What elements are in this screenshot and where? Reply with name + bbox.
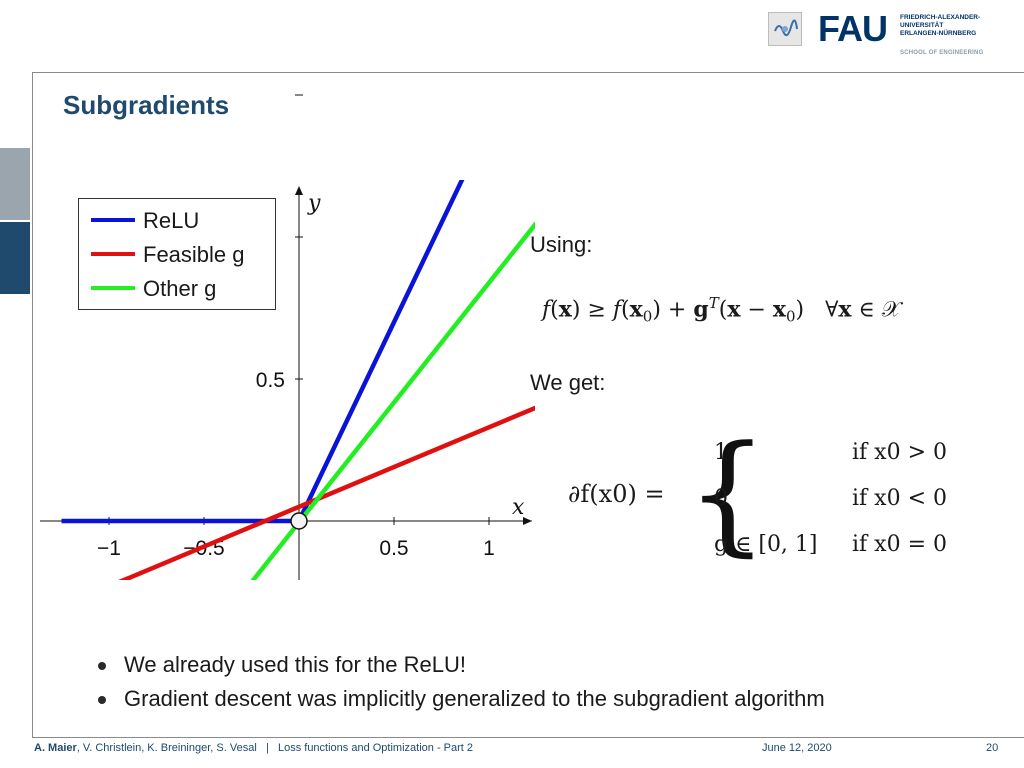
school-name: SCHOOL OF ENGINEERING bbox=[900, 50, 984, 56]
footer-course: Loss functions and Optimization - Part 2 bbox=[277, 742, 474, 754]
footer-author-rest: , V. Christlein, K. Breininger, S. Vesal bbox=[76, 742, 257, 754]
list-item: Gradient descent was implicitly generali… bbox=[98, 686, 825, 720]
x-tick-label: −1 bbox=[97, 537, 121, 560]
slide-title: Subgradients bbox=[63, 90, 230, 120]
legend-label-feasible: Feasible g bbox=[143, 242, 245, 267]
series-line-1 bbox=[118, 405, 535, 580]
footer-date: June 12, 2020 bbox=[762, 742, 832, 754]
footer-separator: | bbox=[265, 742, 269, 754]
legend-entry-other: Other g bbox=[79, 273, 277, 303]
frame-top-rule bbox=[32, 72, 1024, 73]
page-number: 20 bbox=[986, 742, 999, 754]
list-item: We already used this for the ReLU! bbox=[98, 652, 825, 686]
fau-logo: FAU bbox=[818, 8, 888, 49]
cases-brace: { bbox=[686, 417, 769, 569]
origin-marker bbox=[290, 512, 308, 530]
using-label: Using: bbox=[530, 232, 593, 257]
x-axis-label: x bbox=[512, 495, 525, 520]
frame-bottom-rule bbox=[32, 737, 1024, 738]
footer-author-lead: A. Maier bbox=[34, 742, 77, 754]
side-tab-lower bbox=[0, 222, 30, 294]
legend-swatch-relu bbox=[91, 218, 135, 222]
legend-label-other: Other g bbox=[143, 276, 217, 301]
case-value-3: g ∈ [0, 1] bbox=[714, 532, 818, 557]
footer-authors: A. Maier, V. Christlein, K. Breininger, … bbox=[34, 742, 473, 754]
x-tick-label: 0.5 bbox=[379, 537, 408, 560]
legend-entry-relu: ReLU bbox=[79, 205, 277, 235]
logo-area: FAU FRIEDRICH-ALEXANDER- UNIVERSITÄT ERL… bbox=[768, 8, 1008, 62]
y-axis-label: y bbox=[307, 191, 321, 216]
legend-swatch-feasible bbox=[91, 252, 135, 256]
side-tab-upper bbox=[0, 148, 30, 220]
chart-legend: ReLU Feasible g Other g bbox=[78, 198, 276, 310]
y-axis-arrow bbox=[295, 186, 303, 195]
case-condition-1: if x0 > 0 bbox=[852, 440, 947, 465]
x-tick-label: 1 bbox=[483, 537, 495, 560]
legend-label-relu: ReLU bbox=[143, 208, 200, 233]
plot-marks bbox=[290, 512, 308, 530]
legend-swatch-other bbox=[91, 286, 135, 290]
x-axis-arrow bbox=[523, 517, 532, 525]
case-condition-2: if x0 < 0 bbox=[852, 486, 947, 511]
university-name: FRIEDRICH-ALEXANDER- UNIVERSITÄT ERLANGE… bbox=[900, 14, 981, 37]
subgradient-inequality: f(x) ≥ f(x0) + gT(x − x0) ∀x ∈ 𝒳 bbox=[542, 294, 901, 326]
legend-entry-feasible: Feasible g bbox=[79, 239, 277, 269]
lab-logo-icon bbox=[768, 12, 802, 46]
frame-left-rule bbox=[32, 72, 33, 738]
case-value-1: 1 bbox=[714, 440, 728, 465]
subdifferential-lhs: ∂f(x0) = bbox=[568, 480, 665, 508]
case-condition-3: if x0 = 0 bbox=[852, 532, 947, 557]
y-tick-label: 0.5 bbox=[256, 369, 285, 392]
case-value-2: 0 bbox=[714, 486, 728, 511]
bullet-list: We already used this for the ReLU! Gradi… bbox=[98, 652, 825, 720]
series-line-2 bbox=[250, 221, 535, 580]
we-get-label: We get: bbox=[530, 370, 606, 395]
